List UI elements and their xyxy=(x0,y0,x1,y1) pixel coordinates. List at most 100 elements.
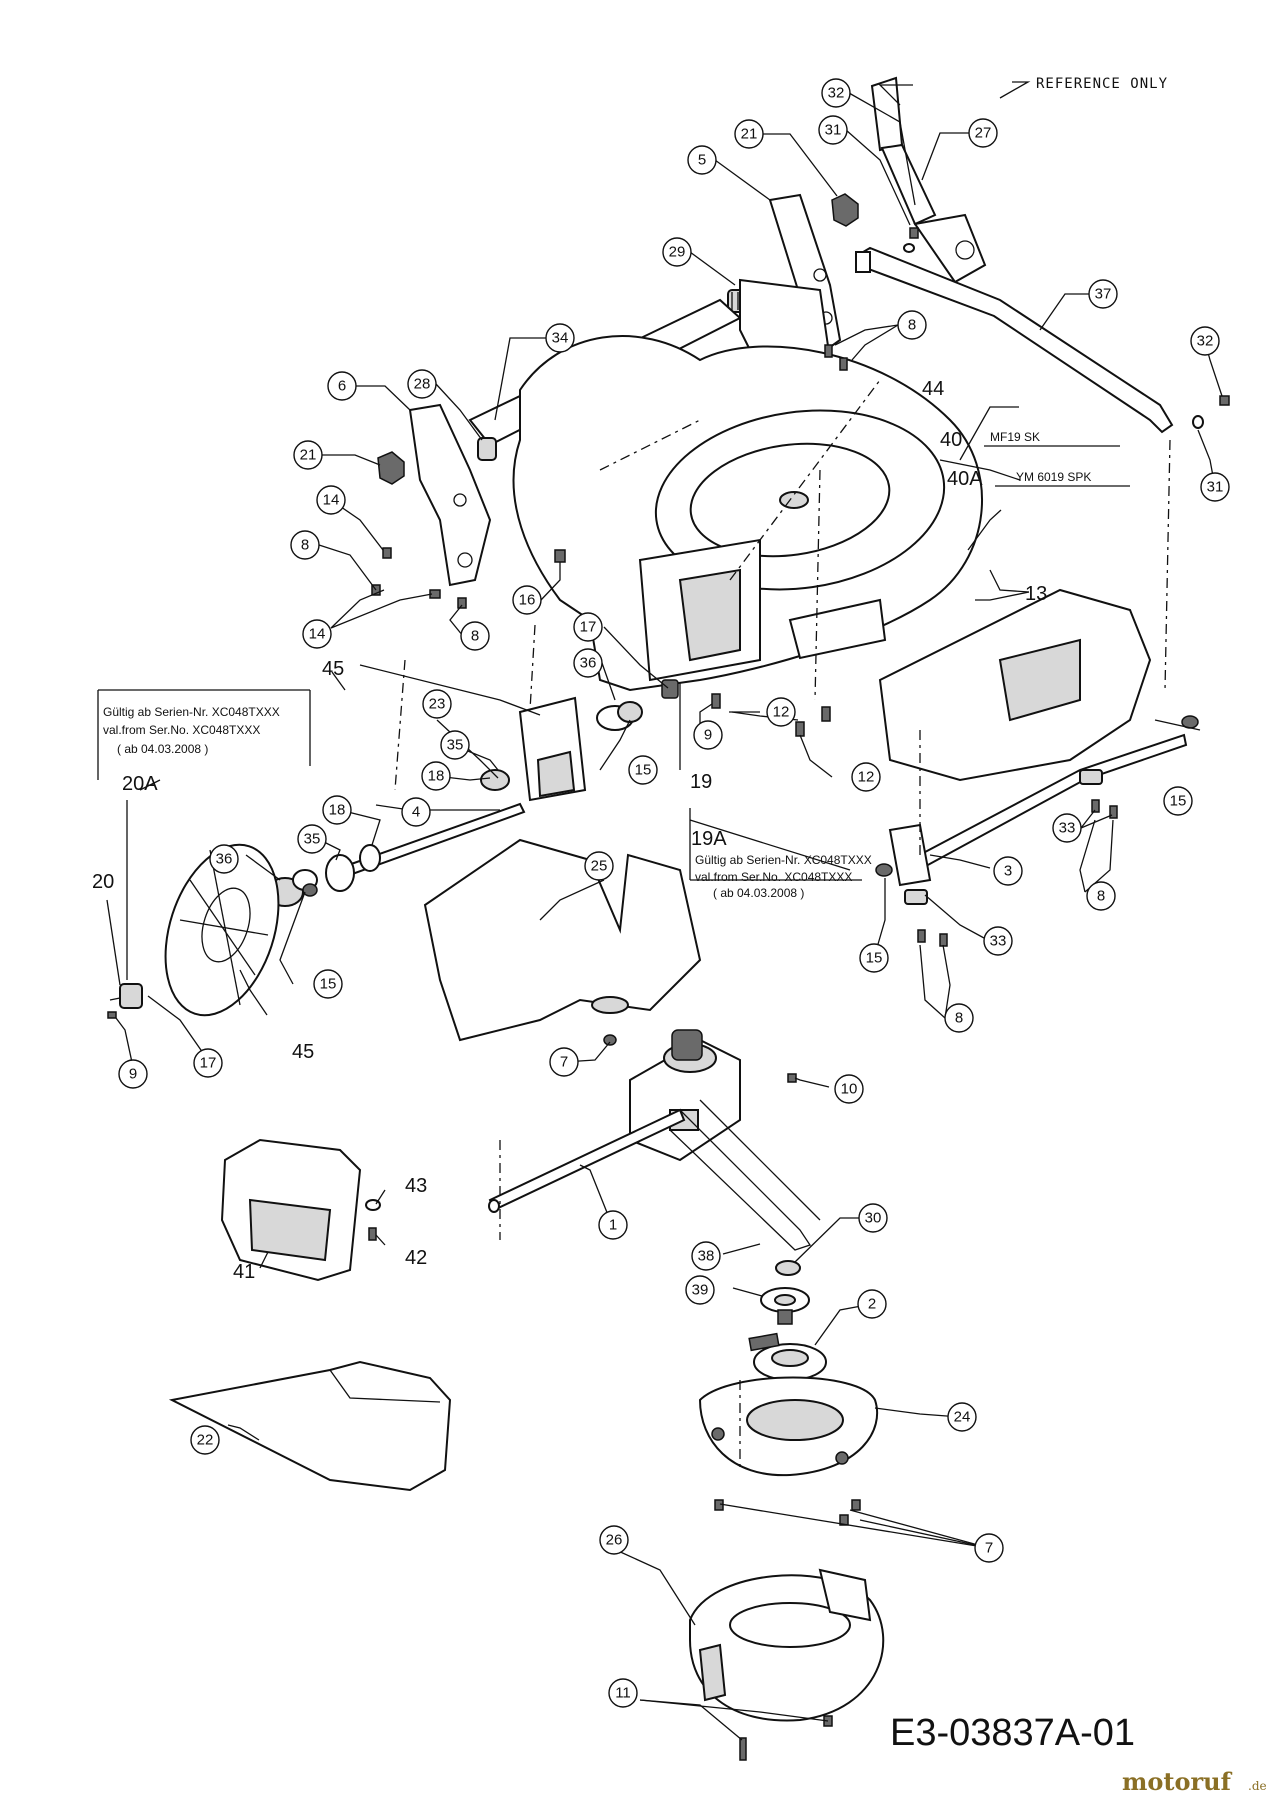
svg-text:10: 10 xyxy=(841,1081,858,1098)
callout-22: 22 xyxy=(190,1425,220,1455)
variant-note-boxes xyxy=(97,81,1130,881)
callout-23: 23 xyxy=(422,689,452,719)
svg-text:33: 33 xyxy=(990,933,1007,950)
svg-text:31: 31 xyxy=(825,122,842,139)
callout-39: 39 xyxy=(685,1275,715,1305)
label-44: 44 xyxy=(922,378,944,400)
svg-text:15: 15 xyxy=(866,950,883,967)
variant-40A-callout: 40A xyxy=(947,468,983,490)
svg-text:12: 12 xyxy=(858,769,875,786)
part-knob-upper xyxy=(831,193,859,227)
label-43: 43 xyxy=(405,1175,427,1197)
callout-36-lower: 36 xyxy=(209,844,239,874)
svg-text:14: 14 xyxy=(323,492,340,509)
part-blade-adapter xyxy=(748,1332,827,1381)
svg-text:15: 15 xyxy=(320,976,337,993)
part-drive-belt xyxy=(669,1099,821,1251)
svg-text:15: 15 xyxy=(635,762,652,779)
part-belt-guide xyxy=(775,1260,801,1276)
part-rear-wheel xyxy=(164,843,280,1017)
callout-1: 1 xyxy=(598,1210,628,1240)
callout-17-lower: 17 xyxy=(193,1048,223,1078)
callout-5: 5 xyxy=(687,145,717,175)
callout-28: 28 xyxy=(407,369,437,399)
svg-text:12: 12 xyxy=(773,704,790,721)
svg-text:30: 30 xyxy=(865,1210,882,1227)
serial-note-left-line1: Gültig ab Serien-Nr. XC048TXXX xyxy=(103,705,280,719)
label-20: 20 xyxy=(92,871,114,893)
variant-40-model: MF19 SK xyxy=(990,430,1040,444)
callout-35-upper: 35 xyxy=(440,730,470,760)
part-pulley xyxy=(760,1287,810,1325)
svg-text:21: 21 xyxy=(741,126,758,143)
svg-text:32: 32 xyxy=(1197,333,1214,350)
callout-8-mid: 8 xyxy=(460,621,490,651)
callout-34: 34 xyxy=(545,323,575,353)
callout-17-upper: 17 xyxy=(573,612,603,642)
serial-note-left-line3: ( ab 04.03.2008 ) xyxy=(117,742,208,756)
svg-text:7: 7 xyxy=(560,1054,568,1071)
svg-text:36: 36 xyxy=(580,655,597,672)
serial-note-right-line2: val.from Ser.No. XC048TXXX xyxy=(695,870,852,884)
callout-8-left: 8 xyxy=(290,530,320,560)
svg-text:14: 14 xyxy=(309,626,326,643)
callout-33-upper: 33 xyxy=(1052,813,1082,843)
callout-32-top: 32 xyxy=(821,78,851,108)
svg-text:11: 11 xyxy=(615,1685,631,1702)
svg-text:16: 16 xyxy=(519,592,536,609)
svg-text:31: 31 xyxy=(1207,479,1224,496)
callout-11: 11 xyxy=(608,1678,638,1708)
svg-text:8: 8 xyxy=(301,537,309,554)
part-rear-flap xyxy=(423,838,702,1042)
callout-18-upper: 18 xyxy=(421,761,451,791)
callout-15-front: 15 xyxy=(859,943,889,973)
svg-text:18: 18 xyxy=(329,802,346,819)
svg-text:8: 8 xyxy=(955,1010,963,1027)
part-drive-shaft xyxy=(488,1108,686,1213)
label-45-upper: 45 xyxy=(322,658,344,680)
callout-33-lower: 33 xyxy=(983,926,1013,956)
callout-10: 10 xyxy=(834,1074,864,1104)
callout-6: 6 xyxy=(327,371,357,401)
callout-15-upper: 15 xyxy=(628,755,658,785)
svg-text:27: 27 xyxy=(975,125,992,142)
svg-text:18: 18 xyxy=(428,768,445,785)
part-spring-left xyxy=(477,437,497,461)
brand-logo: motoruf xyxy=(1122,1767,1233,1796)
callout-2: 2 xyxy=(857,1289,887,1319)
callout-31-right: 31 xyxy=(1200,472,1230,502)
svg-text:33: 33 xyxy=(1059,820,1076,837)
label-42: 42 xyxy=(405,1247,427,1269)
assembly-center-lines xyxy=(394,379,1171,1470)
callout-26: 26 xyxy=(599,1525,629,1555)
leader-lines xyxy=(106,84,1223,1741)
callout-15-right: 15 xyxy=(1163,786,1193,816)
svg-text:25: 25 xyxy=(591,858,608,875)
callout-24: 24 xyxy=(947,1402,977,1432)
brand-domain: .de xyxy=(1248,1779,1267,1793)
svg-text:8: 8 xyxy=(1097,888,1105,905)
callout-30: 30 xyxy=(858,1203,888,1233)
svg-text:34: 34 xyxy=(552,330,569,347)
svg-text:17: 17 xyxy=(580,619,597,636)
svg-text:2: 2 xyxy=(868,1296,876,1313)
callout-14-upper: 14 xyxy=(316,485,346,515)
svg-text:4: 4 xyxy=(412,804,420,821)
callout-29: 29 xyxy=(662,237,692,267)
label-19A: 19A xyxy=(691,828,727,850)
part-knob-left xyxy=(377,451,405,485)
svg-text:38: 38 xyxy=(698,1248,715,1265)
callout-31-top: 31 xyxy=(818,115,848,145)
svg-text:32: 32 xyxy=(828,85,845,102)
svg-text:1: 1 xyxy=(609,1217,617,1234)
callout-21-top: 21 xyxy=(734,119,764,149)
svg-text:22: 22 xyxy=(197,1432,214,1449)
callout-15-lower-left: 15 xyxy=(313,969,343,999)
part-handle-lever xyxy=(855,246,1174,434)
part-washer-screw xyxy=(365,1199,381,1241)
callout-9-lower: 9 xyxy=(118,1059,148,1089)
svg-text:29: 29 xyxy=(669,244,686,261)
svg-text:6: 6 xyxy=(338,378,346,395)
part-pinion-upper xyxy=(661,679,679,699)
